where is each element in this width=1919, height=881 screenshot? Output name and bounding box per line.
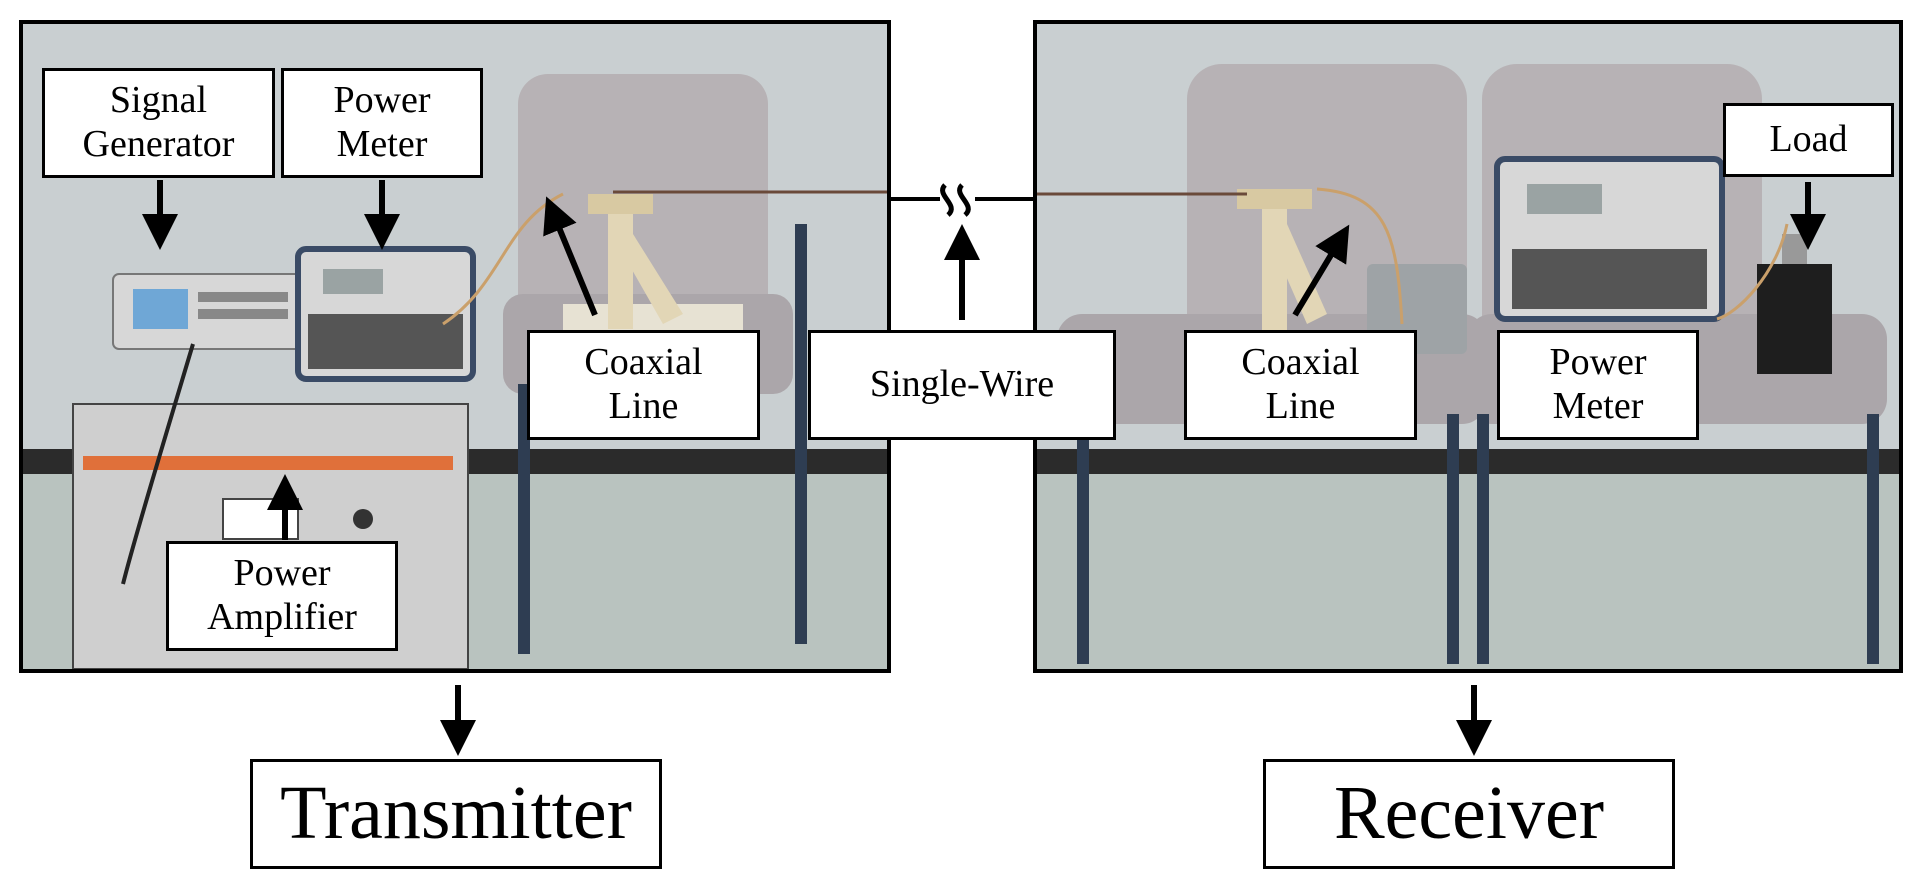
coax-holder-rx [1237, 189, 1327, 334]
label-coaxial-line-rx: Coaxial Line [1184, 330, 1417, 440]
coax-holder-tx [588, 194, 683, 329]
signal-generator-device [112, 273, 304, 350]
label-signal-generator: Signal Generator [42, 68, 275, 178]
receiver-scene [1037, 24, 1899, 669]
label-power-meter-tx: Power Meter [281, 68, 483, 178]
break-symbol [940, 183, 971, 217]
label-coaxial-line-tx: Coaxial Line [527, 330, 760, 440]
arrow-coaxial-tx [543, 196, 598, 317]
label-power-meter-rx: Power Meter [1497, 330, 1699, 440]
label-power-amplifier: Power Amplifier [166, 541, 398, 651]
label-transmitter: Transmitter [250, 759, 662, 869]
label-load: Load [1723, 103, 1894, 177]
label-single-wire: Single-Wire [808, 330, 1116, 440]
arrow-coaxial-rx [1292, 224, 1350, 317]
power-meter-device-rx [1494, 156, 1725, 322]
load-device [1757, 234, 1832, 374]
label-receiver: Receiver [1263, 759, 1675, 869]
